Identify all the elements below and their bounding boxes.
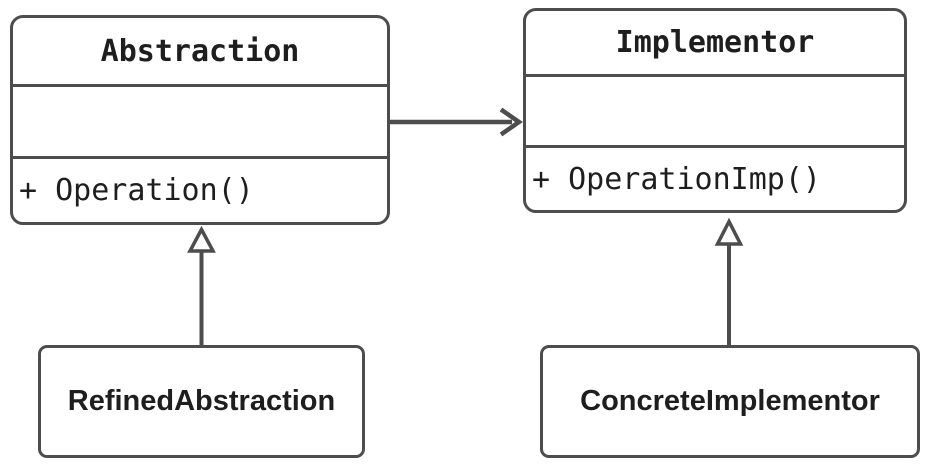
- hollow-triangle-arrowhead-icon: [187, 225, 216, 253]
- class-node-concrete-implementor: ConcreteImplementor: [540, 345, 920, 458]
- class-attributes-compartment: [13, 87, 387, 159]
- class-attributes-compartment: [526, 77, 904, 148]
- association-arrow-abstraction-to-implementor: [390, 107, 523, 137]
- class-name-label: Implementor: [526, 11, 904, 77]
- class-name-label: RefinedAbstraction: [67, 385, 336, 417]
- class-name-label: ConcreteImplementor: [580, 385, 880, 417]
- class-name-label: Abstraction: [13, 18, 387, 87]
- class-node-abstraction: Abstraction + Operation(): [10, 15, 390, 225]
- association-arrowhead-icon: [499, 107, 523, 137]
- class-node-implementor: Implementor + OperationImp(): [523, 8, 907, 213]
- class-operations-label: + Operation(): [19, 173, 254, 208]
- hollow-triangle-arrowhead-icon: [714, 217, 744, 246]
- class-operations-label: + OperationImp(): [532, 161, 821, 197]
- generalization-arrow-refinedabstraction-to-abstraction: [187, 225, 216, 345]
- class-node-refined-abstraction: RefinedAbstraction: [38, 345, 365, 458]
- generalization-arrow-concreteimplementor-to-implementor: [714, 217, 744, 345]
